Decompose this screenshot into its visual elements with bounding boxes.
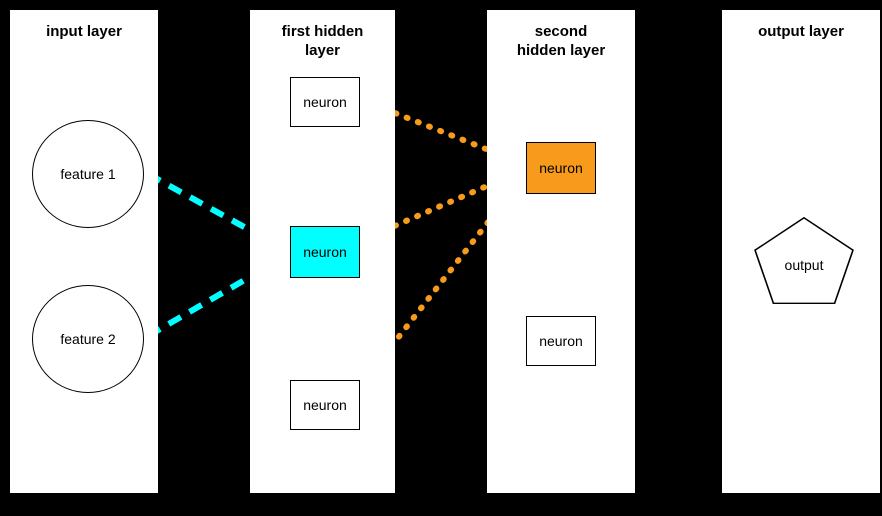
node-label-h2-neuron-1: neuron bbox=[539, 160, 583, 176]
node-feature-1[interactable]: feature 1 bbox=[32, 120, 144, 228]
layer-panel-input bbox=[10, 10, 158, 493]
plain-edges-group bbox=[145, 101, 752, 405]
node-label-output-node: output bbox=[784, 257, 824, 273]
node-h1-neuron-2[interactable]: neuron bbox=[290, 226, 360, 278]
node-h2-neuron-2[interactable]: neuron bbox=[526, 316, 596, 366]
layer-title-output: output layer bbox=[758, 23, 844, 40]
pentagon-shape bbox=[754, 216, 854, 305]
node-label-h1-neuron-2: neuron bbox=[303, 244, 347, 260]
node-label-feature-1: feature 1 bbox=[60, 166, 116, 182]
node-label-h1-neuron-1: neuron bbox=[303, 94, 347, 110]
layer-title-input: input layer bbox=[46, 23, 122, 40]
node-h2-neuron-1[interactable]: neuron bbox=[526, 142, 596, 194]
node-label-h1-neuron-3: neuron bbox=[303, 397, 347, 413]
node-label-h2-neuron-2: neuron bbox=[539, 333, 583, 349]
node-h1-neuron-1[interactable]: neuron bbox=[290, 77, 360, 127]
layer-title-first-hidden: first hidden layer bbox=[281, 23, 364, 59]
node-label-feature-2: feature 2 bbox=[60, 331, 116, 347]
node-output-node[interactable]: output bbox=[753, 216, 855, 306]
layer-title-second-hidden: second hidden layer bbox=[516, 23, 606, 59]
layer-panel-second-hidden bbox=[487, 10, 635, 493]
node-feature-2[interactable]: feature 2 bbox=[32, 285, 144, 393]
node-h1-neuron-3[interactable]: neuron bbox=[290, 380, 360, 430]
